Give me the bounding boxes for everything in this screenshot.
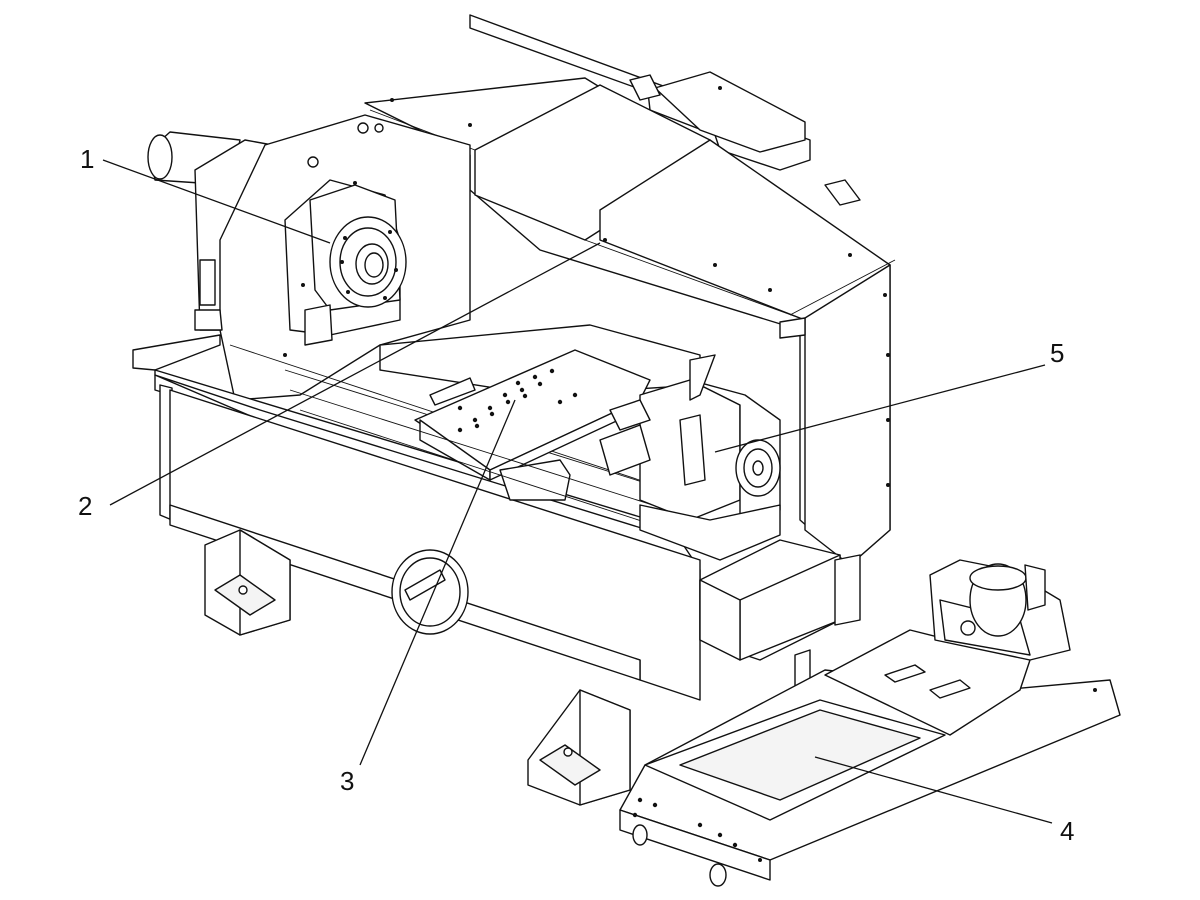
tailstock <box>599 354 781 561</box>
leader-1 <box>102 159 331 244</box>
callout-1: 1 <box>80 144 95 174</box>
leader-lines <box>102 159 1053 824</box>
leader-5 <box>714 364 1046 453</box>
leader-3 <box>359 399 516 766</box>
callout-5: 5 <box>1050 338 1065 368</box>
coolant-tank <box>619 559 1121 887</box>
callout-3: 3 <box>340 766 355 796</box>
machine-base <box>169 389 701 806</box>
leader-2 <box>109 242 601 506</box>
leader-4 <box>814 756 1053 824</box>
callout-4: 4 <box>1060 816 1075 846</box>
carriage-and-turret <box>289 324 701 541</box>
headstock <box>147 114 471 401</box>
callout-2: 2 <box>78 491 93 521</box>
